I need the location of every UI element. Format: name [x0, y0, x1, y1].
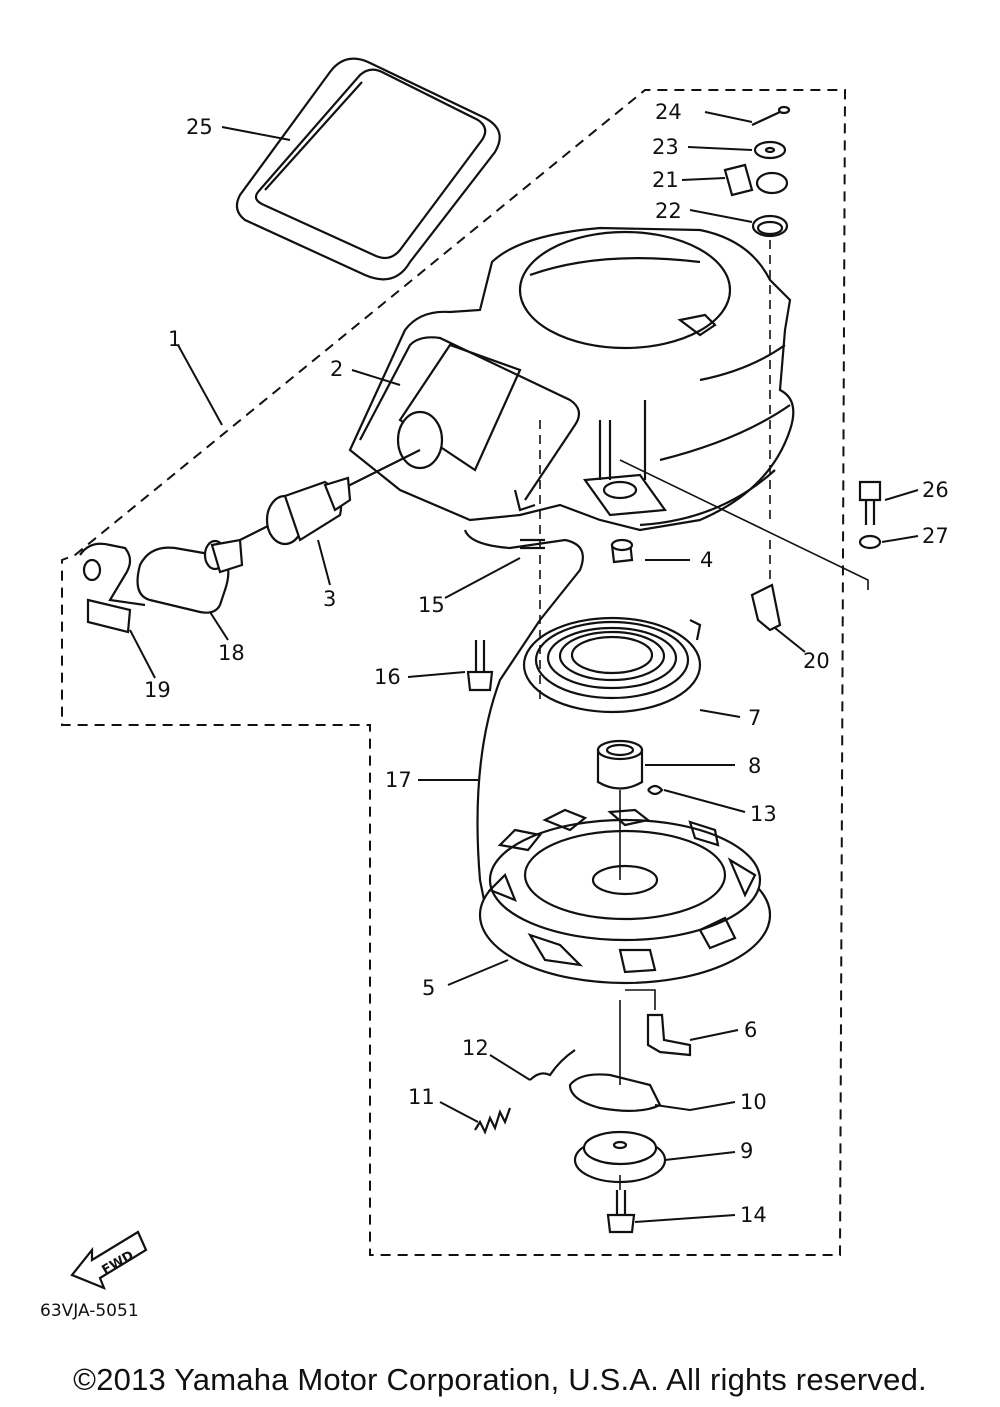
callout-27: 27: [922, 524, 949, 548]
callout-25: 25: [186, 115, 213, 139]
leader-5: [447, 959, 509, 986]
callout-17: 17: [385, 768, 412, 792]
part-19-bracket: [79, 542, 146, 634]
callout-6: 6: [744, 1018, 757, 1042]
callout-16: 16: [374, 665, 401, 689]
leader-9: [664, 1151, 736, 1161]
callout-4: 4: [700, 548, 713, 572]
leader-25: [221, 126, 291, 141]
leader-23: [687, 146, 753, 151]
part-14-bolt: [606, 1190, 636, 1234]
part-22-spring-ring: [751, 214, 789, 238]
leader-13: [663, 789, 746, 813]
part-8-bushing: [596, 739, 644, 790]
assembly-boundary: [61, 89, 847, 1256]
leader-16: [407, 671, 466, 678]
callout-10: 10: [740, 1090, 767, 1114]
callout-12: 12: [462, 1036, 489, 1060]
callout-14: 14: [740, 1203, 767, 1227]
leader-21: [681, 177, 726, 181]
callout-19: 19: [144, 678, 171, 702]
part-10-plate: [568, 1073, 662, 1112]
leader-24: [704, 111, 753, 123]
axis-line-lower: [625, 989, 656, 1010]
part-5-drum: [478, 808, 772, 985]
leader-14: [634, 1214, 736, 1223]
leader-27: [881, 535, 919, 543]
callout-3: 3: [323, 587, 336, 611]
part-23-washer: [753, 140, 787, 160]
leader-19: [129, 629, 156, 679]
leader-12: [489, 1054, 531, 1081]
callout-9: 9: [740, 1139, 753, 1163]
leader-26: [884, 489, 919, 501]
part-3-rope-guide: [209, 449, 421, 556]
callout-1: 1: [168, 327, 181, 351]
part-4-nut: [610, 538, 634, 564]
part-16-bolt: [466, 640, 494, 692]
copyright-notice: ©2013 Yamaha Motor Corporation, U.S.A. A…: [73, 1362, 927, 1397]
leader-11: [439, 1101, 479, 1123]
part-25-seal: [235, 57, 501, 281]
part-27-washer: [858, 534, 882, 550]
callout-23: 23: [652, 135, 679, 159]
part-21-grommet: [723, 163, 789, 197]
part-24-pin: [751, 105, 791, 126]
leader-22: [689, 209, 753, 223]
leader-10: [654, 1101, 736, 1112]
callout-26: 26: [922, 478, 949, 502]
leader-18: [209, 611, 229, 641]
drawing-code: 63VJA-5051: [40, 1301, 139, 1321]
part-13-clip: [647, 784, 664, 796]
leader-3: [317, 539, 331, 586]
leader-2: [351, 369, 401, 386]
callout-11: 11: [408, 1085, 435, 1109]
callout-5: 5: [422, 976, 435, 1000]
part-26-bolt: [858, 480, 882, 525]
part-7-spiral-spring: [522, 616, 702, 714]
part-11-coil-spring: [474, 1107, 512, 1135]
axis-line-diagonal: [619, 459, 869, 590]
part-9-cap: [573, 1130, 667, 1184]
part-1-housing: [348, 226, 795, 532]
part-20-bracket: [750, 583, 782, 632]
callout-8: 8: [748, 754, 761, 778]
part-18-starter-handle: [136, 538, 244, 614]
callout-18: 18: [218, 641, 245, 665]
callout-21: 21: [652, 168, 679, 192]
callout-7: 7: [748, 706, 761, 730]
part-17-rope: [463, 529, 584, 931]
leader-6: [689, 1029, 739, 1041]
callout-13: 13: [750, 802, 777, 826]
leader-15: [444, 557, 521, 599]
callout-24: 24: [655, 100, 682, 124]
callout-2: 2: [330, 357, 343, 381]
fwd-arrow-icon: FWD: [70, 1230, 148, 1290]
part-12-spring: [529, 1049, 576, 1081]
callout-20: 20: [803, 649, 830, 673]
part-6-pawl: [646, 1013, 692, 1057]
callout-15: 15: [418, 593, 445, 617]
leader-7: [699, 709, 741, 718]
part-15-hose: [520, 538, 545, 550]
callout-22: 22: [655, 199, 682, 223]
leader-1: [177, 344, 223, 426]
leader-20: [774, 627, 806, 653]
